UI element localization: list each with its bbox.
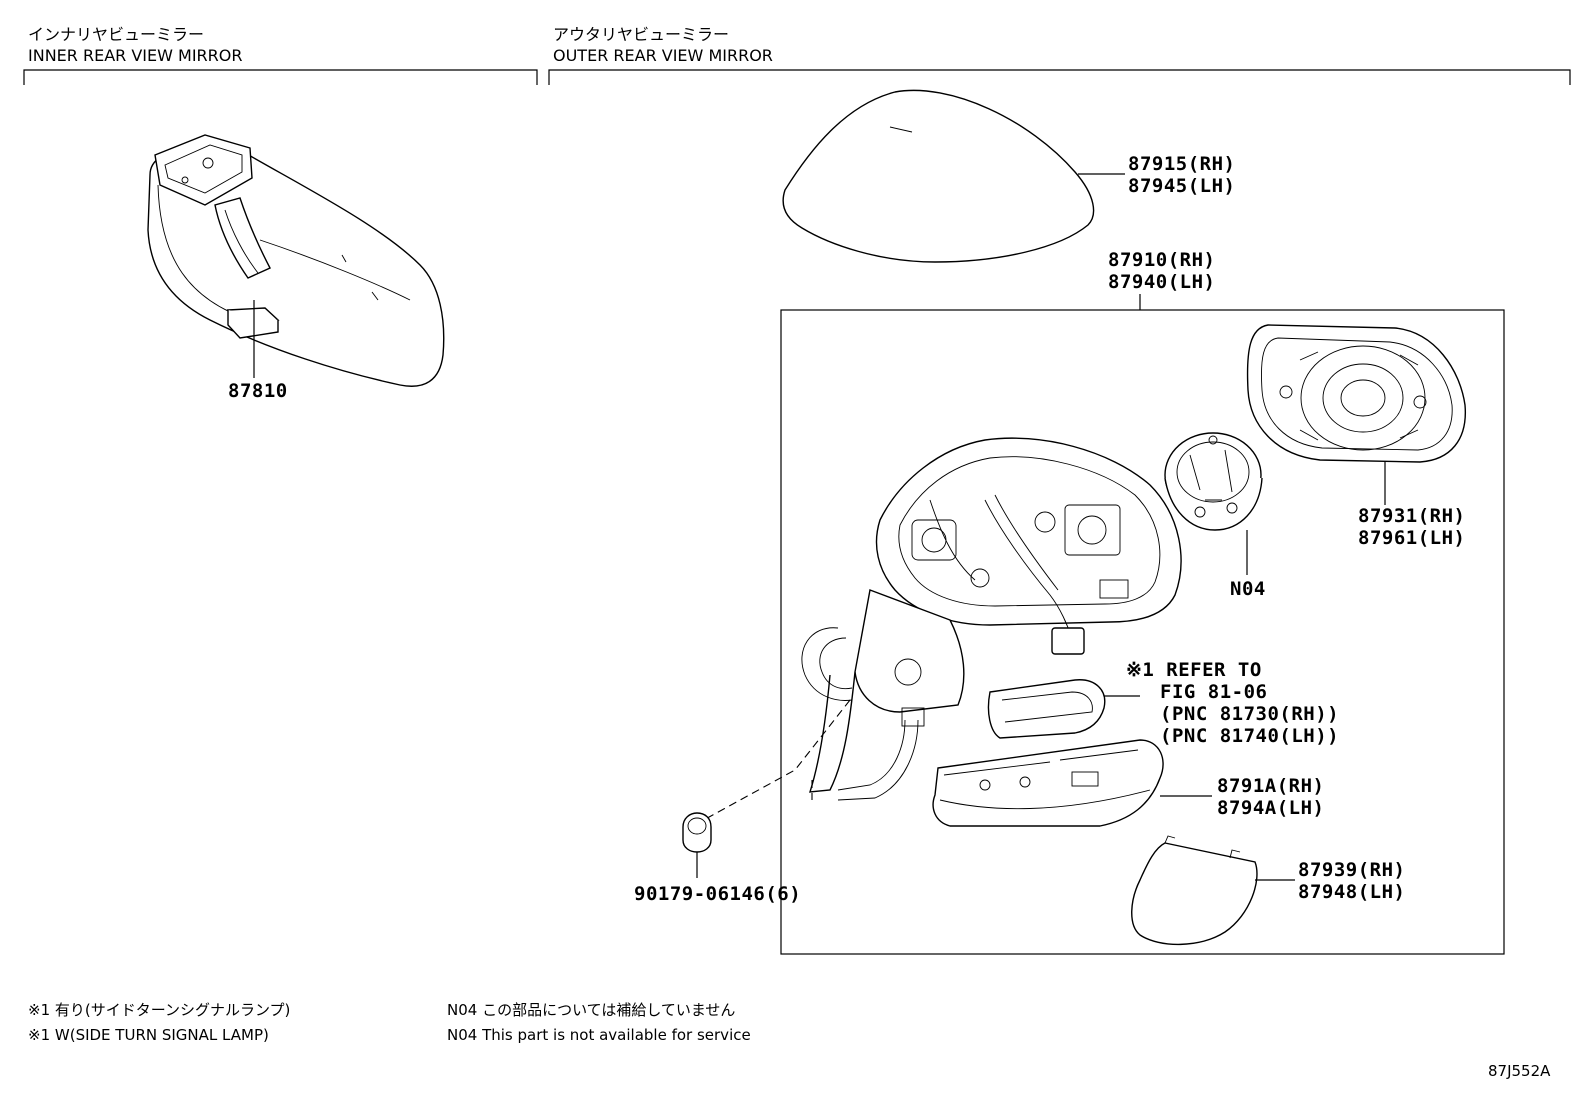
inner-section-bracket xyxy=(23,69,538,85)
actuator-drawing xyxy=(1164,432,1263,531)
figure-id: 87J552A xyxy=(1488,1062,1551,1080)
footnote-2-jp: N04 この部品については補給していません xyxy=(447,1001,735,1019)
part-label-87939: 87939(RH) xyxy=(1298,859,1405,881)
mirror-cover-drawing xyxy=(782,89,1095,263)
bottom-cover-drawing xyxy=(1131,835,1258,946)
assembly-box xyxy=(780,309,1505,955)
part-label-87945: 87945(LH) xyxy=(1128,175,1235,197)
mirror-glass-drawing xyxy=(1246,324,1466,463)
refer-line-2: FIG 81-06 xyxy=(1160,681,1267,703)
lower-garnish-drawing xyxy=(932,739,1164,827)
mirror-housing-drawing xyxy=(801,437,1182,801)
outer-title-en: OUTER REAR VIEW MIRROR xyxy=(553,46,773,65)
part-label-90179: 90179-06146(6) xyxy=(634,883,801,905)
part-label-8791a: 8791A(RH) xyxy=(1217,775,1324,797)
refer-line-4: (PNC 81740(LH)) xyxy=(1160,725,1339,747)
part-label-87940: 87940(LH) xyxy=(1108,271,1215,293)
part-label-87948: 87948(LH) xyxy=(1298,881,1405,903)
outer-title-jp: アウタリヤビューミラー xyxy=(553,25,729,44)
footnote-1-jp: ※1 有り(サイドターンシグナルランプ) xyxy=(28,1001,290,1019)
inner-title-jp: インナリヤビューミラー xyxy=(28,25,204,44)
inner-mirror-drawing xyxy=(147,134,445,387)
refer-line-3: (PNC 81730(RH)) xyxy=(1160,703,1339,725)
refer-line-1: ※1 REFER TO xyxy=(1126,659,1262,681)
nut-drawing xyxy=(682,812,712,853)
part-label-87910: 87910(RH) xyxy=(1108,249,1215,271)
footnote-2-en: N04 This part is not available for servi… xyxy=(447,1026,751,1044)
part-label-87810: 87810 xyxy=(228,380,288,402)
footnote-1-en: ※1 W(SIDE TURN SIGNAL LAMP) xyxy=(28,1026,269,1044)
outer-section-bracket xyxy=(548,69,1571,85)
part-label-87915: 87915(RH) xyxy=(1128,153,1235,175)
part-label-87931: 87931(RH) xyxy=(1358,505,1465,527)
dashed-attach-line xyxy=(699,699,851,823)
turn-signal-lamp-drawing xyxy=(987,679,1106,739)
inner-title-en: INNER REAR VIEW MIRROR xyxy=(28,46,243,65)
part-label-n04: N04 xyxy=(1230,578,1266,600)
part-label-87961: 87961(LH) xyxy=(1358,527,1465,549)
part-label-8794a: 8794A(LH) xyxy=(1217,797,1324,819)
